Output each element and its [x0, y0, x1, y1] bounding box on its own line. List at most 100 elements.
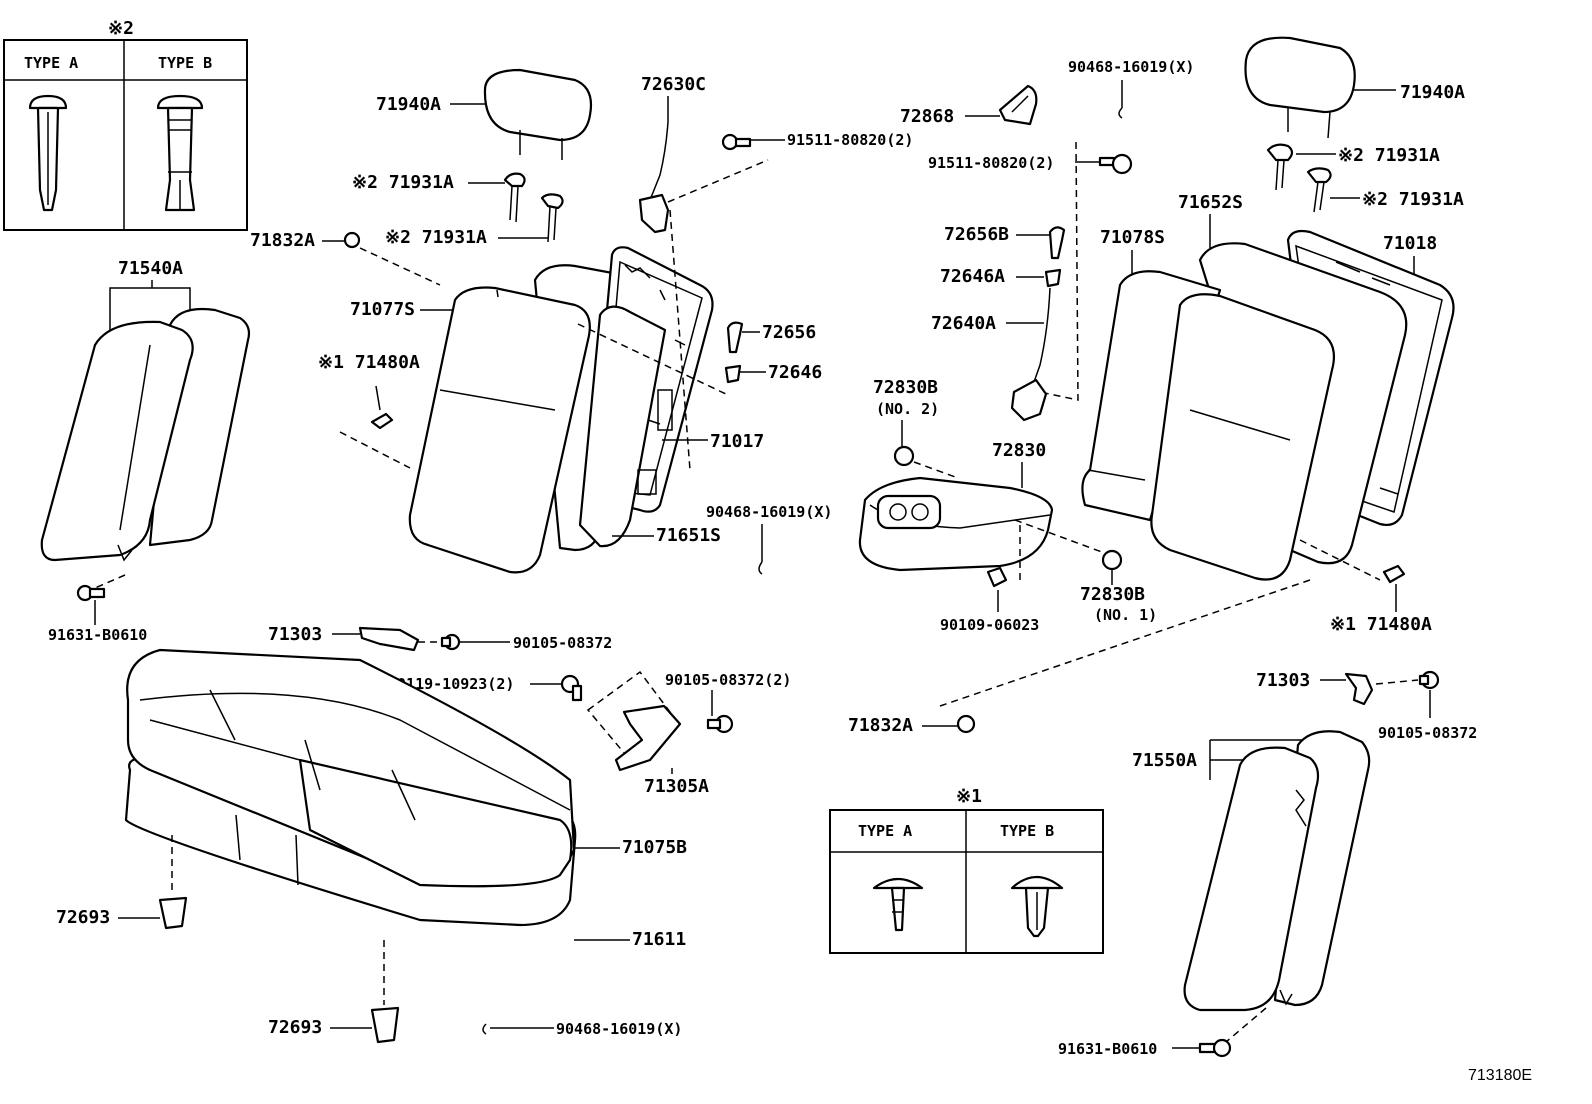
label-71540a: 71540A [118, 258, 183, 279]
label-72656: 72656 [762, 322, 816, 343]
label-71931a-1: ※2 71931A [352, 172, 454, 193]
headrest-pin-icon [1306, 167, 1332, 213]
label-71480a-left: ※1 71480A [318, 352, 420, 373]
label-90109-06023: 90109-06023 [940, 616, 1039, 634]
label-71550a: 71550A [1132, 750, 1197, 771]
stopper-icon [893, 445, 915, 467]
label-72646a: 72646A [940, 266, 1005, 287]
screw-icon [1098, 153, 1133, 175]
label-72830b-no1-sub: (NO. 1) [1094, 606, 1157, 624]
label-72656b: 72656B [944, 224, 1009, 245]
label-90468-bottom: 90468-16019(X) [556, 1020, 682, 1038]
label-71303-right: 71303 [1256, 670, 1310, 691]
clip-type-a-icon [872, 877, 924, 932]
bolt-icon [1418, 670, 1440, 690]
pin-type-b-icon [156, 94, 204, 212]
bolt-icon [986, 566, 1008, 588]
label-72630c: 72630C [641, 74, 706, 95]
legend-1: ※1 TYPE A TYPE B [829, 786, 1104, 954]
diagram-code: 713180E [1468, 1067, 1532, 1084]
retainer-icon [158, 896, 188, 930]
label-71077s: 71077S [350, 299, 415, 320]
label-72830b-no1: 72830B [1080, 584, 1145, 605]
latch-cable-icon [638, 121, 670, 234]
hinge-bracket-icon [358, 626, 420, 652]
legend-2: ※2 TYPE A TYPE B [3, 18, 248, 231]
label-71018: 71018 [1383, 233, 1437, 254]
pin-icon [1382, 564, 1406, 584]
hinge-bracket-icon [1344, 672, 1374, 706]
legend-1-type-a: TYPE A [858, 822, 912, 840]
label-71931a-2: ※2 71931A [385, 227, 487, 248]
label-71305a: 71305A [644, 776, 709, 797]
lock-icon [724, 364, 742, 384]
pin-type-a-icon [28, 94, 68, 212]
latch-cable-icon [1010, 287, 1051, 422]
label-71832a-top: 71832A [250, 230, 315, 251]
headrest-pin-icon [540, 193, 564, 243]
label-91511-80820-1: 91511-80820(2) [787, 131, 913, 149]
label-90119-10923: 90119-10923(2) [388, 675, 514, 693]
label-71931a-3: ※2 71931A [1338, 145, 1440, 166]
side-bolster-right [1183, 730, 1371, 1012]
label-72868: 72868 [900, 106, 954, 127]
label-91631-b0610-left: 91631-B0610 [48, 626, 147, 644]
lock-icon [1044, 268, 1062, 288]
stopper-icon [1101, 549, 1123, 571]
label-71940a-right: 71940A [1400, 82, 1465, 103]
label-71832a-bottom: 71832A [848, 715, 913, 736]
label-72693-1: 72693 [56, 907, 110, 928]
retainer-icon [370, 1006, 400, 1044]
screw-icon [721, 133, 752, 151]
bolt-icon [76, 584, 106, 602]
label-71480a-right: ※1 71480A [1330, 614, 1432, 635]
clip-icon [482, 1023, 487, 1035]
clip-type-b-icon [1010, 875, 1064, 938]
headrest-left: 71940A [376, 68, 593, 160]
label-91631-b0610-right: 91631-B0610 [1058, 1040, 1157, 1058]
label-71017: 71017 [710, 431, 764, 452]
label-90105-08372-left: 90105-08372 [513, 634, 612, 652]
label-71931a-4: ※2 71931A [1362, 189, 1464, 210]
headrest-pin-icon [503, 172, 526, 223]
legend-2-type-a: TYPE A [24, 54, 78, 72]
label-71303-left: 71303 [268, 624, 322, 645]
label-90105-08372-2: 90105-08372(2) [665, 671, 791, 689]
hinge-bracket-icon [614, 704, 682, 772]
bolt-icon [1198, 1038, 1232, 1058]
label-71075b: 71075B [622, 837, 687, 858]
legend-1-mark: ※1 [956, 786, 982, 807]
seatback-frame-left [578, 246, 714, 548]
legend-2-mark: ※2 [108, 18, 134, 39]
bolt-icon [440, 633, 461, 651]
label-90468-top: 90468-16019(X) [1068, 58, 1194, 76]
label-71652s: 71652S [1178, 192, 1243, 213]
label-71940a-left: 71940A [376, 94, 441, 115]
cap-icon [343, 231, 361, 249]
label-90468-mid: 90468-16019(X) [706, 503, 832, 521]
label-72830: 72830 [992, 440, 1046, 461]
label-72640a: 72640A [931, 313, 996, 334]
label-71078s: 71078S [1100, 227, 1165, 248]
center-armrest [858, 476, 1054, 572]
bolt-icon [560, 674, 583, 702]
label-90105-08372-right: 90105-08372 [1378, 724, 1477, 742]
pin-icon [370, 412, 394, 430]
clip-icon [1118, 107, 1123, 119]
headrest-right: 71940A [1244, 36, 1465, 139]
cover-icon [998, 84, 1038, 126]
cap-icon [956, 714, 976, 734]
clip-icon [758, 561, 763, 575]
label-72830b-no2-sub: (NO. 2) [876, 400, 939, 418]
legend-1-type-b: TYPE B [1000, 822, 1054, 840]
headrest-pin-icon [1266, 143, 1294, 191]
label-91511-80820-2: 91511-80820(2) [928, 154, 1054, 172]
side-bolster-left: 71540A 91631-B0610 [40, 258, 251, 644]
label-72830b-no2: 72830B [873, 377, 938, 398]
bolt-icon [706, 714, 734, 734]
label-72693-2: 72693 [268, 1017, 322, 1038]
label-71651s: 71651S [656, 525, 721, 546]
guide-icon [1048, 226, 1066, 260]
